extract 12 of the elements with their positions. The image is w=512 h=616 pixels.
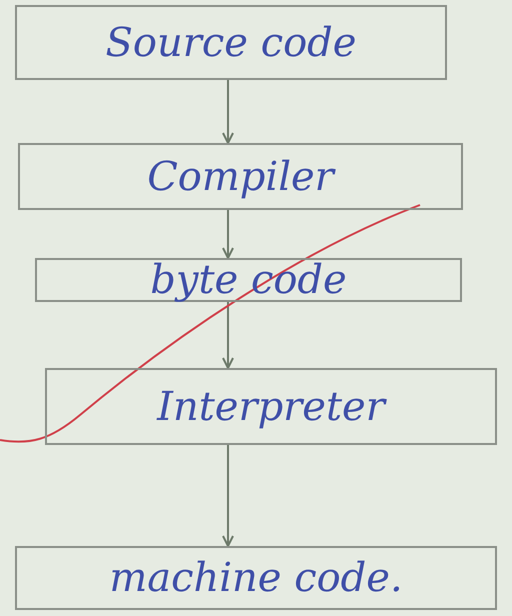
process-box <box>15 546 497 610</box>
process-box <box>15 5 447 80</box>
process-box <box>18 143 463 210</box>
box-label: machine code. <box>109 555 403 601</box>
box-label: Source code <box>106 20 356 66</box>
box-label: Interpreter <box>157 384 385 430</box>
process-box <box>45 368 497 445</box>
arrow <box>222 80 234 144</box>
arrow <box>222 210 234 259</box>
box-label: Compiler <box>147 154 334 200</box>
arrow <box>222 302 234 369</box>
arrow <box>222 445 234 547</box>
